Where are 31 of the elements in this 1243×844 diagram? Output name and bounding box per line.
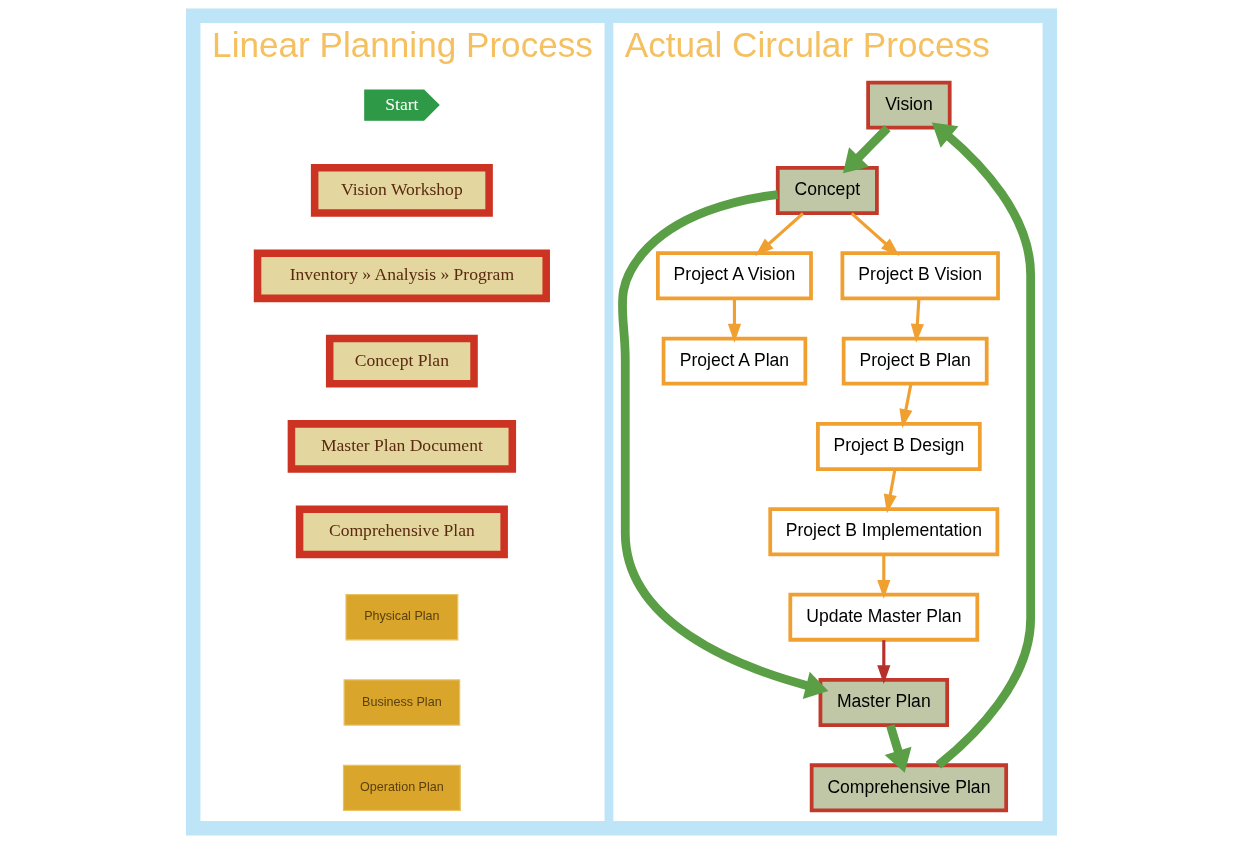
- node-box: Concept Plan: [325, 334, 478, 388]
- arrow: [877, 554, 891, 599]
- arrow: [850, 212, 900, 257]
- node-box: Update Master Plan: [788, 592, 980, 642]
- arrow: [843, 125, 891, 174]
- node-box: Vision Workshop: [310, 164, 493, 217]
- arrow: [899, 383, 913, 428]
- node-box: Project B Plan: [841, 336, 989, 386]
- arrow: [877, 640, 891, 685]
- arrow: [618, 190, 829, 699]
- node-box: Project A Plan: [661, 336, 808, 386]
- node-box: Master Plan: [818, 678, 950, 727]
- arrow: [884, 724, 912, 773]
- arrow: [910, 298, 924, 343]
- node-box: Physical Plan: [345, 593, 459, 641]
- node-box: Business Plan: [343, 679, 461, 726]
- arrow: [883, 469, 897, 514]
- arrow: [931, 122, 1036, 769]
- node-box: Project A Vision: [656, 251, 813, 301]
- node-box: Master Plan Document: [287, 420, 517, 473]
- node-box: Project B Design: [816, 422, 982, 471]
- node-box: Comprehensive Plan: [809, 763, 1009, 813]
- arrow: [755, 212, 804, 257]
- node-box: Vision: [866, 80, 952, 130]
- node-box: Inventory » Analysis » Program: [253, 249, 550, 303]
- node-box: Project B Implementation: [768, 507, 1000, 557]
- arrow: [727, 298, 742, 343]
- node-box: Comprehensive Plan: [295, 505, 508, 559]
- node-box: Project B Vision: [840, 251, 1000, 301]
- node-box: Concept: [775, 165, 879, 215]
- node-box: Operation Plan: [342, 764, 461, 812]
